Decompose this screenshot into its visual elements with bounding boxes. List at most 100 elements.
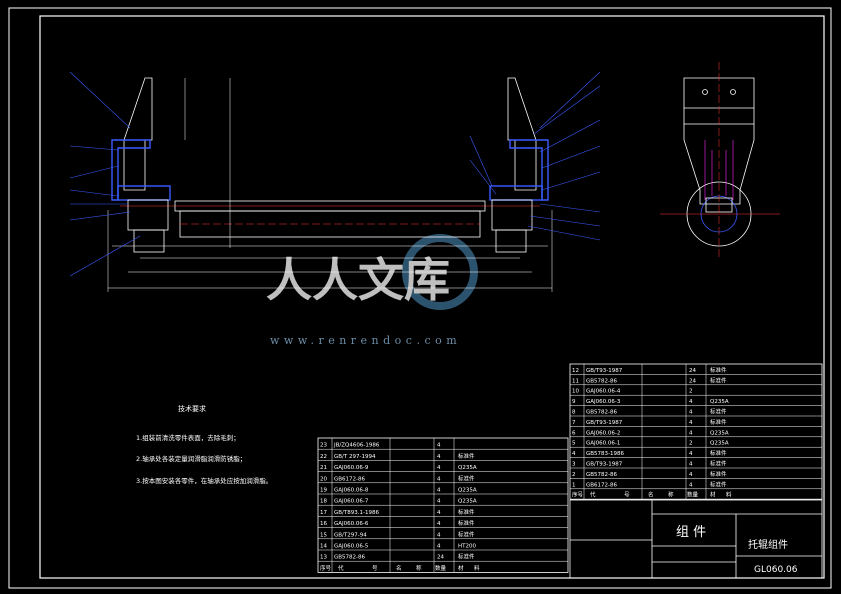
bom-right-remark: 标准件 (710, 366, 727, 374)
bom-left-remark: 标准件 (458, 508, 475, 516)
bom-right-code: GB/T93-1987 (586, 420, 623, 426)
bom-right-header-cell: 代 (590, 491, 596, 499)
bom-left-code: GAJ060.06-5 (334, 544, 369, 550)
bom-right-header-cell: 号 (624, 492, 630, 499)
bom-right-qty: 4 (689, 462, 693, 468)
bom-right-no: 7 (572, 420, 576, 426)
bom-left-code: GB6172-86 (334, 476, 366, 482)
bom-right-qty: 24 (689, 368, 696, 374)
title-block (569, 499, 823, 579)
bom-left-code: GAJ060.06-6 (334, 521, 369, 527)
tech-requirement-3: 3.按本图安装各零件，在轴承处应按加润滑脂。 (136, 477, 273, 485)
bom-left-qty: 4 (437, 521, 441, 527)
bom-left-qty: 4 (437, 532, 441, 538)
bom-left-code: GAJ060.06-7 (334, 499, 369, 505)
bom-right-no: 8 (572, 410, 576, 416)
bom-left-no: 22 (320, 454, 327, 460)
bom-left-qty: 4 (437, 476, 441, 482)
bom-left-header-cell: 称 (416, 564, 422, 572)
bom-right-code: GAJ060.06-2 (586, 430, 620, 436)
bom-left-remark: HT200 (458, 544, 476, 550)
bom-right-remark: 标准件 (710, 408, 727, 416)
bom-right-code: GB5782-86 (586, 410, 618, 416)
bom-left-remark: Q235A (458, 465, 477, 471)
bom-left-code: GB/T297-94 (334, 532, 367, 538)
bom-left-remark: 标准件 (458, 553, 475, 561)
bom-right-qty: 4 (689, 451, 693, 457)
bom-left-remark: 标准件 (458, 530, 475, 538)
bom-right-qty: 24 (689, 378, 696, 384)
bom-left-code: JB/ZQ4606-1986 (333, 443, 380, 449)
watermark-url: www.renrendoc.com (270, 334, 462, 347)
bom-left-qty: 4 (437, 510, 441, 516)
bom-left-no: 23 (320, 443, 327, 449)
bom-right-remark: Q235A (710, 399, 729, 405)
bom-right-qty: 4 (689, 482, 693, 488)
bom-right-no: 2 (572, 472, 576, 478)
sheet-inner-border (39, 15, 825, 579)
bom-left-header-cell: 材 (458, 564, 464, 572)
bom-right-code: GAJ060.06-4 (586, 389, 621, 395)
bom-left-remark: Q235A (458, 499, 477, 505)
bom-left-qty: 4 (437, 488, 441, 494)
bom-left-remark: 标准件 (458, 519, 475, 527)
bom-right-remark: Q235A (710, 430, 729, 436)
bom-left-no: 13 (320, 555, 327, 561)
bom-right-header-cell: 数量 (687, 491, 699, 499)
watermark-logo-text: 人人文库 (266, 253, 450, 307)
bom-right-qty: 4 (689, 420, 693, 426)
bom-right-qty: 2 (689, 389, 693, 395)
bom-left-no: 20 (320, 476, 327, 482)
bom-right-qty: 4 (689, 410, 693, 416)
bom-right-code: GB/T93-1987 (586, 462, 623, 468)
bom-right-qty: 2 (689, 441, 693, 447)
bom-right-qty: 4 (689, 472, 693, 478)
bom-right-code: GB/T93-1987 (586, 368, 623, 374)
bom-right-no: 5 (572, 441, 576, 447)
bom-right-header-cell: 序号 (572, 491, 584, 499)
bom-left-no: 19 (320, 488, 327, 494)
front-view (69, 71, 601, 292)
bom-right-no: 10 (572, 389, 579, 395)
bom-left-header-cell: 序号 (320, 564, 332, 572)
bom-right-no: 3 (572, 462, 576, 468)
bom-left-remark: 标准件 (458, 474, 475, 482)
bom-right-header-cell: 料 (726, 491, 732, 499)
bom-right-code: GAJ060.06-1 (586, 441, 620, 447)
bom-right-no: 6 (572, 430, 576, 436)
bom-left-qty: 4 (437, 499, 441, 505)
bom-left-code: GAJ060.06-9 (334, 465, 369, 471)
bom-left-no: 17 (320, 510, 327, 516)
bom-right-remark: 标准件 (710, 418, 727, 426)
bom-left-header-cell: 料 (474, 564, 480, 572)
bom-right-remark: 标准件 (710, 480, 727, 488)
tech-requirements-heading: 技术要求 (178, 405, 206, 413)
bom-right-header-cell: 称 (668, 491, 674, 499)
bom-left-remark: Q235A (458, 488, 477, 494)
sheet-outer-border (8, 7, 832, 589)
bom-right-header-cell: 材 (710, 491, 716, 499)
bom-right-remark: 标准件 (710, 376, 727, 384)
bom-right-code: GB5783-1986 (586, 451, 625, 457)
tech-requirement-2: 2.轴承处各装定量润滑脂润滑防锈脂； (136, 455, 247, 463)
bom-left-code: GB/T893.1-1986 (334, 510, 379, 516)
bom-left-no: 21 (320, 465, 327, 471)
bom-left-qty: 4 (437, 443, 441, 449)
bom-right-no: 12 (572, 368, 579, 374)
bom-left-header-cell: 数量 (435, 564, 447, 572)
bom-right-no: 11 (572, 378, 579, 384)
bom-left-qty: 24 (437, 555, 444, 561)
bom-left-header-cell: 名 (396, 564, 402, 572)
title-block-drawing-no: GL060.06 (754, 565, 798, 575)
bom-left-header-cell: 号 (372, 565, 378, 572)
bom-left-no: 18 (320, 499, 327, 505)
title-block-part-name: 托辊组件 (748, 538, 788, 551)
side-view (660, 62, 780, 258)
bom-right-qty: 4 (689, 430, 693, 436)
bom-right-qty: 4 (689, 399, 693, 405)
bom-right-remark: Q235A (710, 441, 729, 447)
bom-left-no: 15 (320, 532, 327, 538)
